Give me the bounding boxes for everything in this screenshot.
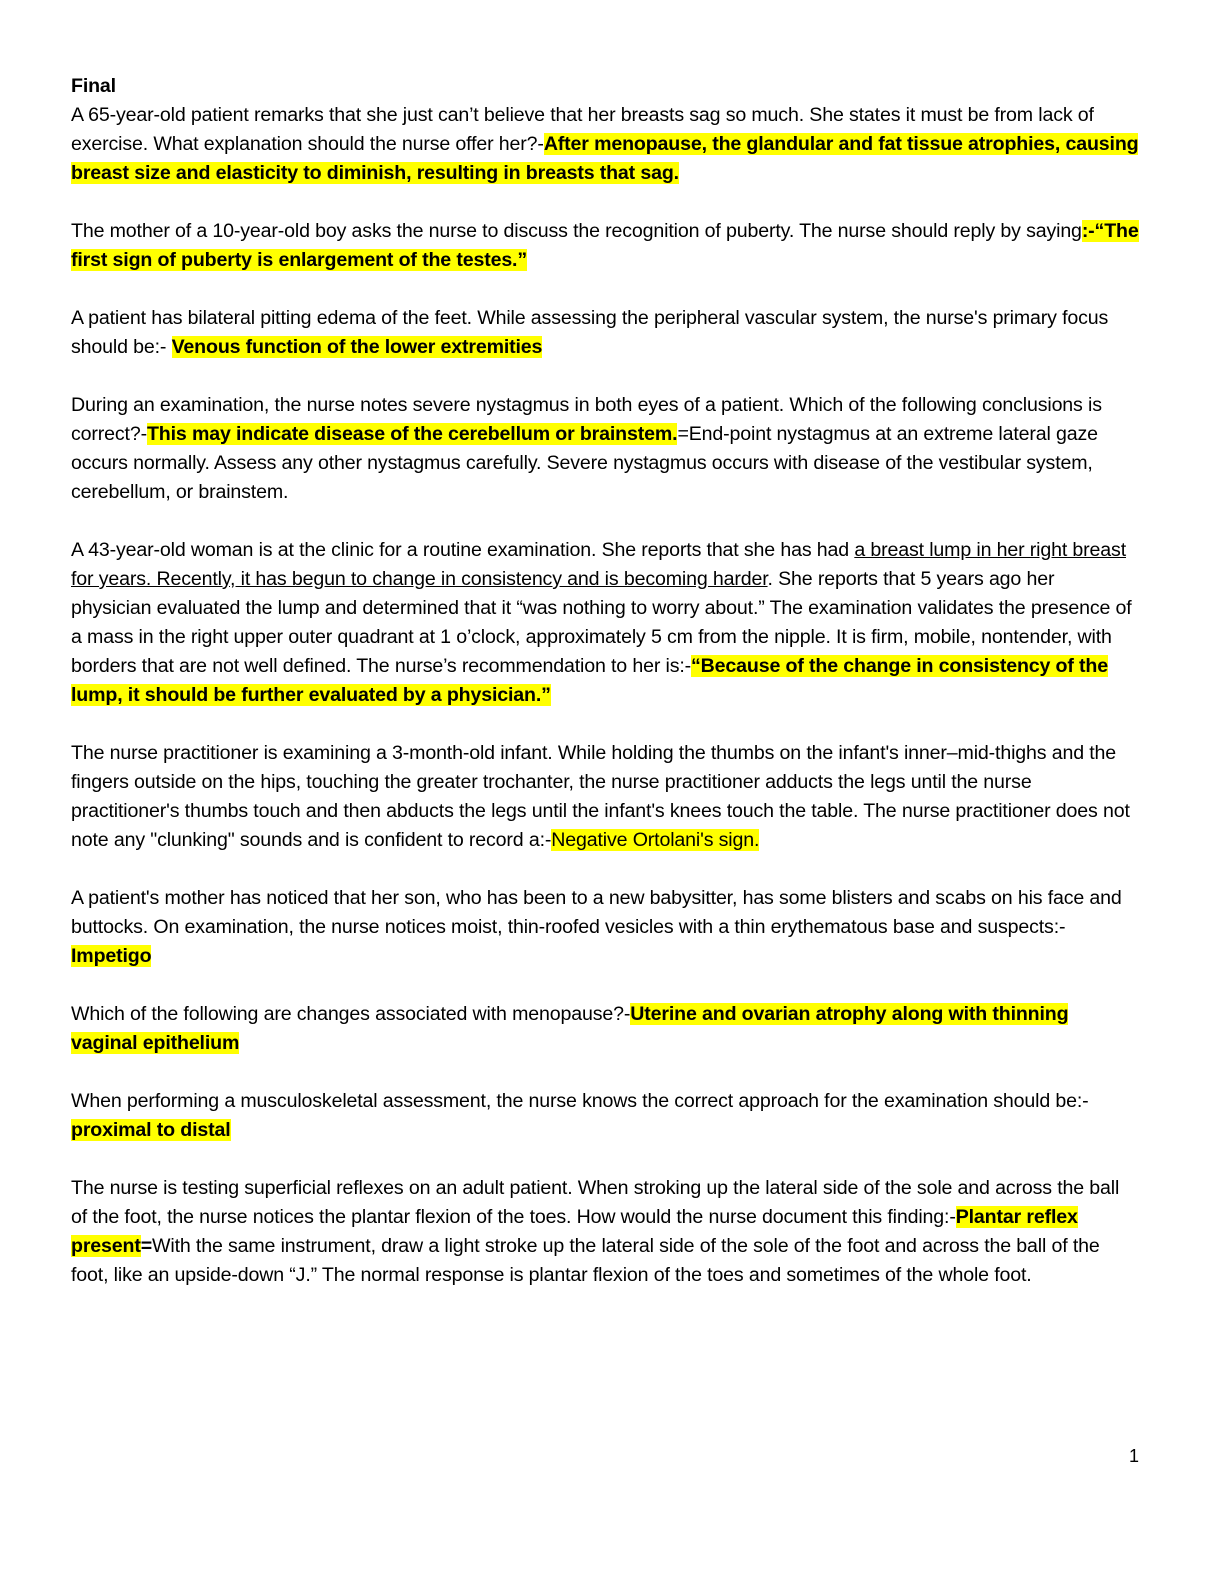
document-body: Final A 65-year-old patient remarks that… (71, 72, 1139, 1319)
question-paragraph: When performing a musculoskeletal assess… (71, 1087, 1139, 1145)
question-text: Which of the following are changes assoc… (71, 1003, 631, 1025)
question-paragraph: The mother of a 10-year-old boy asks the… (71, 217, 1139, 275)
document-title: Final (71, 75, 116, 97)
question-text: The nurse is testing superficial reflexe… (71, 1177, 1120, 1228)
highlighted-answer: Negative Ortolani's sign. (551, 829, 760, 851)
underlined-text: a breast lump in her right breast for ye… (71, 539, 1126, 590)
highlighted-answer: Impetigo (71, 945, 152, 967)
question-text: = (140, 1235, 153, 1257)
question-paragraph: A patient has bilateral pitting edema of… (71, 304, 1139, 362)
question-paragraph: A patient's mother has noticed that her … (71, 884, 1139, 971)
question-text: . She reports that 5 years ago her physi… (71, 568, 1132, 677)
question-text: When performing a musculoskeletal assess… (71, 1090, 1089, 1112)
question-text: During an examination, the nurse notes s… (71, 394, 1102, 445)
question-list: A 65-year-old patient remarks that she j… (71, 101, 1139, 1290)
question-paragraph: The nurse practitioner is examining a 3-… (71, 739, 1139, 855)
question-text: A patient's mother has noticed that her … (71, 887, 1122, 938)
question-text: =End-point nystagmus at an extreme later… (71, 423, 1098, 503)
question-paragraph: During an examination, the nurse notes s… (71, 391, 1139, 507)
highlighted-answer: This may indicate disease of the cerebel… (146, 423, 678, 445)
question-text: A patient has bilateral pitting edema of… (71, 307, 1109, 358)
question-text: A 43-year-old woman is at the clinic for… (71, 539, 855, 561)
question-text: The nurse practitioner is examining a 3-… (71, 742, 1130, 851)
question-paragraph: A 65-year-old patient remarks that she j… (71, 101, 1139, 188)
page-number: 1 (1129, 1446, 1140, 1466)
question-text: With the same instrument, draw a light s… (71, 1235, 1100, 1286)
question-paragraph: Which of the following are changes assoc… (71, 1000, 1139, 1058)
question-text: The mother of a 10-year-old boy asks the… (71, 220, 1082, 242)
question-text: A 65-year-old patient remarks that she j… (71, 104, 1094, 155)
highlighted-answer: proximal to distal (71, 1119, 231, 1141)
highlighted-answer: Venous function of the lower extremities (171, 336, 543, 358)
question-paragraph: The nurse is testing superficial reflexe… (71, 1174, 1139, 1290)
question-paragraph: A 43-year-old woman is at the clinic for… (71, 536, 1139, 710)
